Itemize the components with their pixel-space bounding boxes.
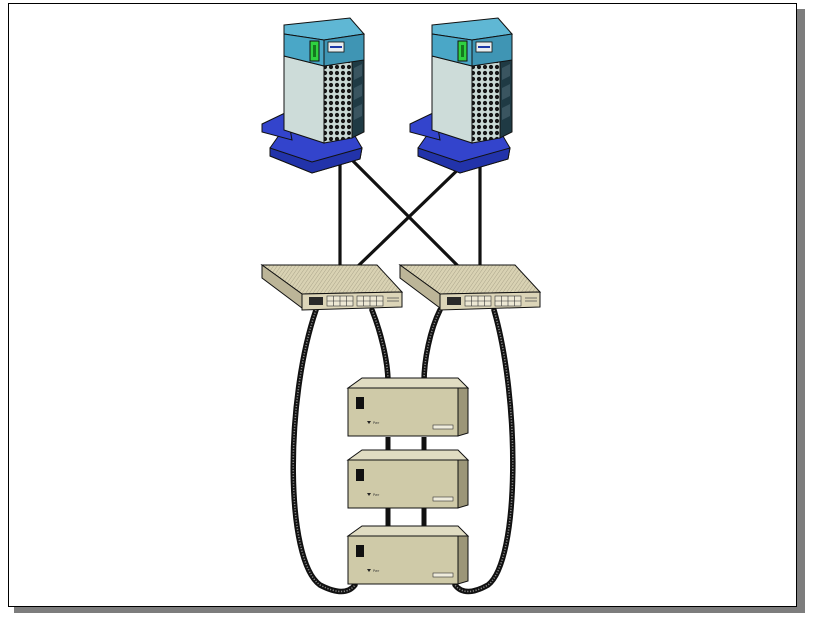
power-label: Pwr [373,421,380,425]
storage-2: Pwr [347,449,469,509]
switch-1 [261,264,403,311]
server-1 [261,17,365,174]
server-tower-icon [409,17,513,174]
storage-enclosure-icon [347,377,469,437]
storage-enclosure-icon [347,525,469,585]
fiber-outer-loop [290,307,516,595]
power-label: Pwr [373,569,380,573]
switch-icon [399,264,541,311]
server-2 [409,17,513,174]
power-label: Pwr [373,493,380,497]
link-server1-switch2 [348,156,462,270]
fiber-links [290,307,516,595]
storage-enclosure-icon [347,449,469,509]
switch-2 [399,264,541,311]
fiber-inner-loop [369,307,443,385]
switch-icon [261,264,403,311]
link-server2-switch1 [354,156,472,270]
server-switch-links [338,156,482,270]
storage-1: Pwr [347,377,469,437]
server-tower-icon [261,17,365,174]
storage-3: Pwr [347,525,469,585]
